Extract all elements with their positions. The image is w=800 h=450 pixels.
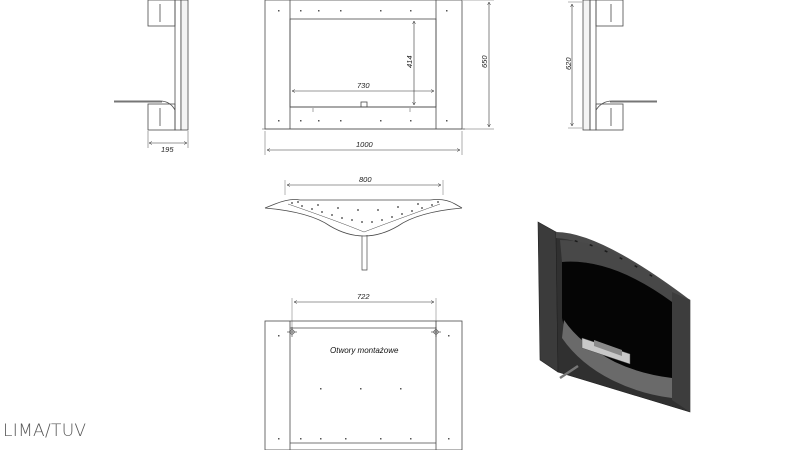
mounting-holes: [287, 327, 441, 337]
fireplace-3d-render: [537, 221, 691, 413]
back-marks: [278, 335, 450, 440]
right-height-label: 620: [564, 57, 573, 70]
top-width-label: 800: [359, 175, 372, 184]
top-view-holes: [291, 201, 439, 223]
model-title: LIMA/TUV: [3, 421, 87, 441]
left-side-view: [114, 0, 189, 148]
render-top-holes: [574, 240, 653, 277]
overall-width-label: 1000: [356, 140, 374, 149]
back-view: [264, 298, 463, 450]
opening-height-label: 414: [405, 55, 414, 68]
mounting-holes-note: Otwory montażowe: [330, 346, 399, 355]
top-view: [264, 180, 463, 271]
front-bolt-marks: [278, 10, 448, 122]
overall-height-label: 650: [480, 55, 489, 68]
left-depth-label: 195: [161, 145, 174, 154]
back-span-label: 722: [357, 292, 370, 301]
opening-width-label: 730: [357, 81, 370, 90]
front-view: [262, 0, 465, 130]
front-dimension-lines: [264, 0, 494, 155]
right-side-view: [568, 0, 657, 131]
